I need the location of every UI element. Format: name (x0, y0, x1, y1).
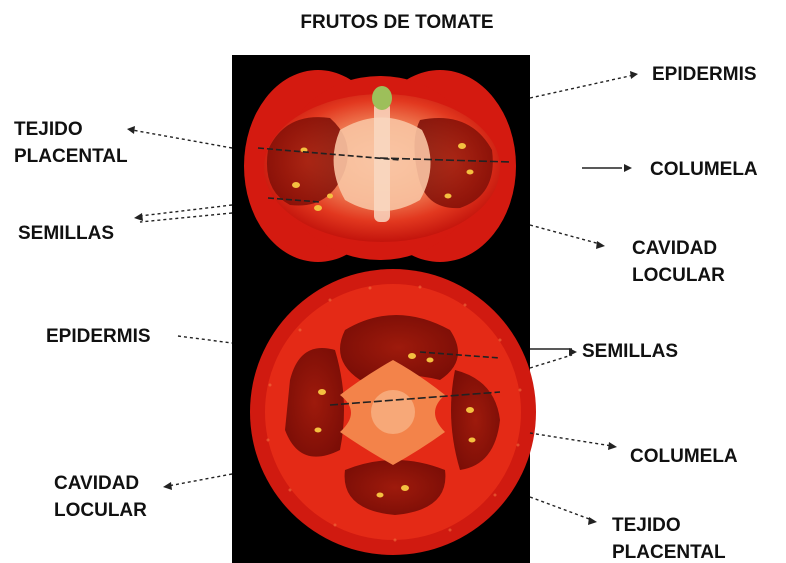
arrowhead-bottom-columela (608, 442, 617, 450)
label-top-cavidad-locular-line1: CAVIDAD (632, 238, 717, 259)
leader-top-epidermis (530, 75, 634, 98)
bottom-columella (371, 390, 415, 434)
tomato-longitudinal-section (244, 70, 516, 262)
label-bottom-epidermis: EPIDERMIS (46, 326, 151, 347)
leader-top-cavidad-locular (530, 225, 600, 244)
label-bottom-cavidad-locular-line2: LOCULAR (54, 500, 147, 521)
arrowhead-bottom-tejido-placental (588, 517, 597, 525)
leader-bottom-tejido-placental (530, 497, 592, 520)
label-bottom-semillas: SEMILLAS (582, 341, 678, 362)
leader-bottom-semillas-2 (530, 355, 572, 368)
label-top-tejido-placental-line1: TEJIDO (14, 119, 83, 140)
top-columella (374, 102, 390, 222)
arrowhead-bottom-semillas (569, 348, 577, 356)
arrowhead-top-columela (624, 164, 632, 172)
leader-bottom-columela (530, 433, 612, 446)
label-top-semillas: SEMILLAS (18, 223, 114, 244)
label-bottom-tejido-placental-line1: TEJIDO (612, 515, 681, 536)
label-top-cavidad-locular-line2: LOCULAR (632, 265, 725, 286)
label-bottom-columela: COLUMELA (630, 446, 738, 467)
label-top-tejido-placental-line2: PLACENTAL (14, 146, 128, 167)
leader-bottom-epidermis (178, 336, 232, 343)
label-bottom-tejido-placental-line2: PLACENTAL (612, 542, 726, 563)
label-top-columela: COLUMELA (650, 159, 758, 180)
leader-bottom-cavidad-locular (168, 474, 232, 486)
arrowhead-top-cavidad-locular (596, 241, 605, 249)
arrowhead-top-tejido-placental (127, 126, 135, 134)
arrowhead-top-epidermis (630, 71, 638, 79)
arrowhead-bottom-cavidad-locular (163, 482, 172, 490)
top-stem-scar (372, 86, 392, 110)
leader-top-tejido-placental (132, 130, 232, 148)
arrowhead-top-semillas (134, 213, 143, 221)
diagram-title: FRUTOS DE TOMATE (300, 12, 493, 33)
label-bottom-cavidad-locular-line1: CAVIDAD (54, 473, 139, 494)
tomato-cross-section (250, 269, 536, 555)
label-top-epidermis: EPIDERMIS (652, 64, 757, 85)
